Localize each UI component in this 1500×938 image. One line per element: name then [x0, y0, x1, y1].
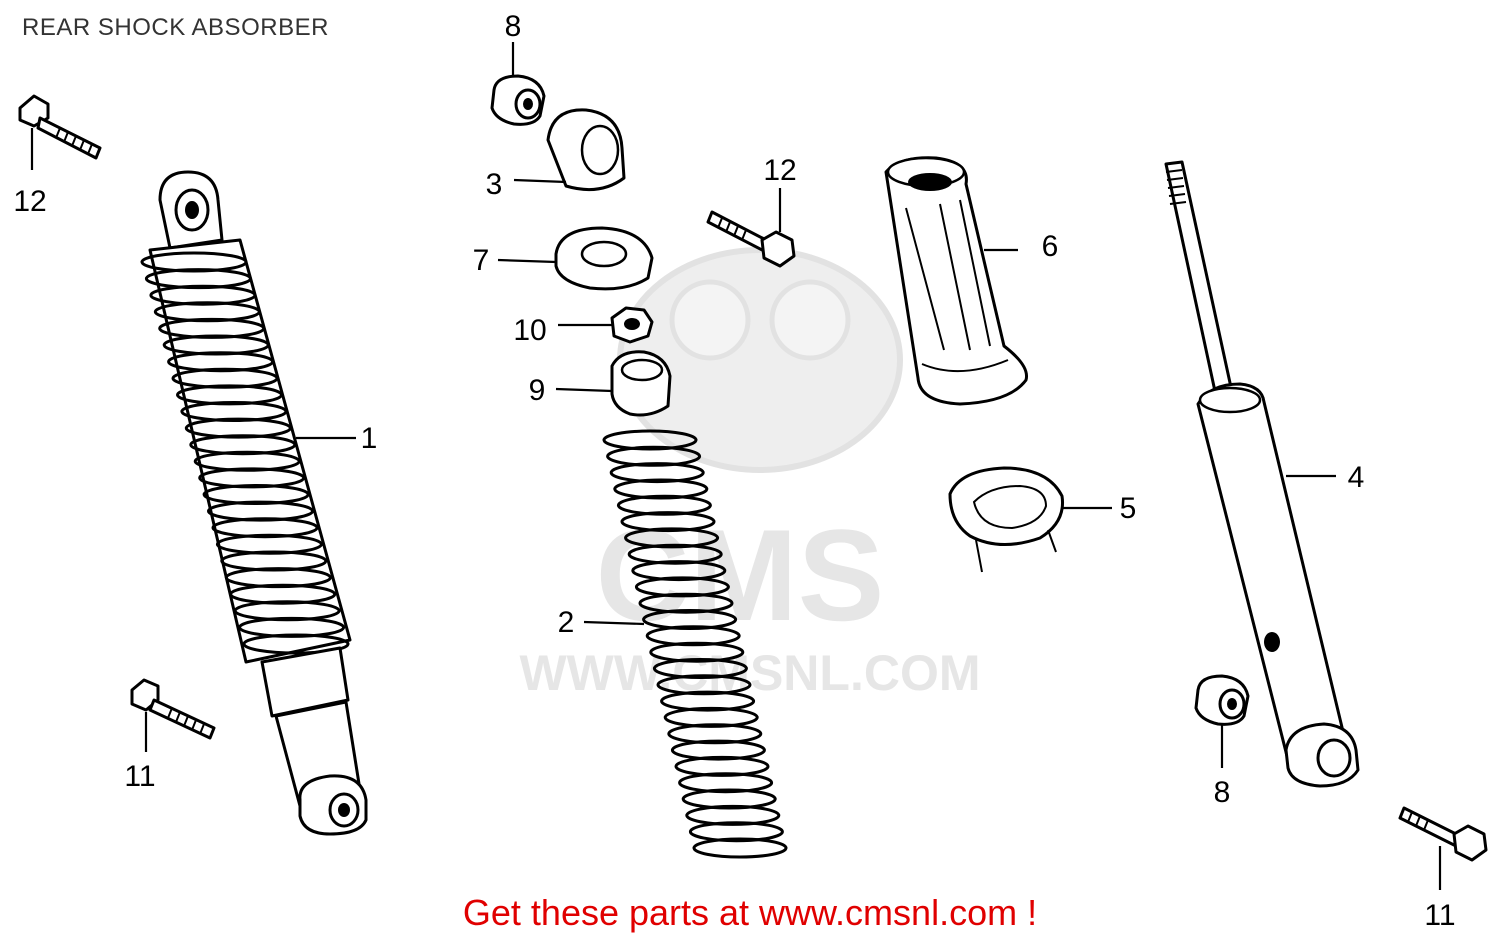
watermark-url-text: WWW.CMSNL.COM — [519, 645, 980, 701]
spring-coil — [242, 633, 350, 655]
spring-coil — [688, 821, 784, 843]
callout-1: 1 — [361, 422, 378, 455]
spring-coil — [681, 788, 777, 810]
spring-2 — [583, 429, 788, 859]
spring-coil — [616, 494, 712, 516]
callout-9: 9 — [529, 374, 546, 407]
spring-coil — [606, 445, 702, 467]
callout-5: 5 — [1120, 492, 1137, 525]
callout-10: 10 — [513, 314, 546, 347]
damper-4 — [1164, 160, 1360, 788]
stopper-ring-5 — [948, 466, 1112, 573]
spring-coil — [656, 674, 752, 696]
spring-coil — [638, 592, 734, 614]
bushing-8-top — [490, 42, 546, 126]
spring-coil — [652, 658, 748, 679]
callout-11-left: 11 — [124, 760, 155, 793]
callout-12-middle: 12 — [763, 154, 796, 187]
diagram-title: REAR SHOCK ABSORBER — [22, 14, 329, 41]
callout-3: 3 — [486, 168, 503, 201]
spring-coil — [613, 478, 709, 500]
spring-coil — [627, 543, 723, 565]
spring-coil — [609, 462, 705, 484]
spring-coil — [602, 429, 698, 451]
callout-4: 4 — [1348, 461, 1365, 494]
spring-coil — [692, 837, 788, 859]
shock-absorber-assembly — [140, 170, 368, 836]
callout-12-top-left: 12 — [13, 185, 46, 218]
nut-10 — [558, 306, 654, 344]
callout-6: 6 — [1042, 230, 1059, 263]
spring-coil — [634, 576, 730, 598]
bolt-12-middle — [706, 188, 796, 268]
spring-coil — [642, 609, 738, 630]
footer-link-text[interactable]: Get these parts at www.cmsnl.com ! — [462, 892, 1038, 933]
bolt-11-right — [1398, 806, 1488, 890]
spring-coil — [678, 772, 774, 794]
stopper-9 — [555, 350, 672, 417]
dust-cover-6 — [884, 156, 1029, 406]
spring-coil — [667, 723, 763, 745]
callout-2: 2 — [558, 606, 575, 639]
spring-coil — [631, 560, 727, 582]
bolt-11-left — [130, 678, 216, 752]
spring-coil — [620, 511, 716, 533]
spring-coil — [685, 804, 781, 826]
cap-3 — [513, 108, 626, 192]
spring-seat-7 — [497, 226, 654, 291]
spring-coil — [660, 690, 756, 712]
spring-coil — [670, 739, 766, 761]
spring-coil — [645, 625, 741, 647]
spring-coil — [674, 755, 770, 777]
callout-8-top: 8 — [505, 10, 522, 43]
spring-coil — [663, 706, 759, 728]
callout-11-right: 11 — [1424, 899, 1455, 932]
spring-coil — [649, 641, 745, 663]
spring-coil — [624, 527, 720, 549]
bushing-8-bottom — [1194, 674, 1250, 768]
callout-7: 7 — [473, 244, 490, 277]
callout-8-bottom: 8 — [1214, 776, 1231, 809]
bolt-12-top-left — [18, 94, 102, 170]
